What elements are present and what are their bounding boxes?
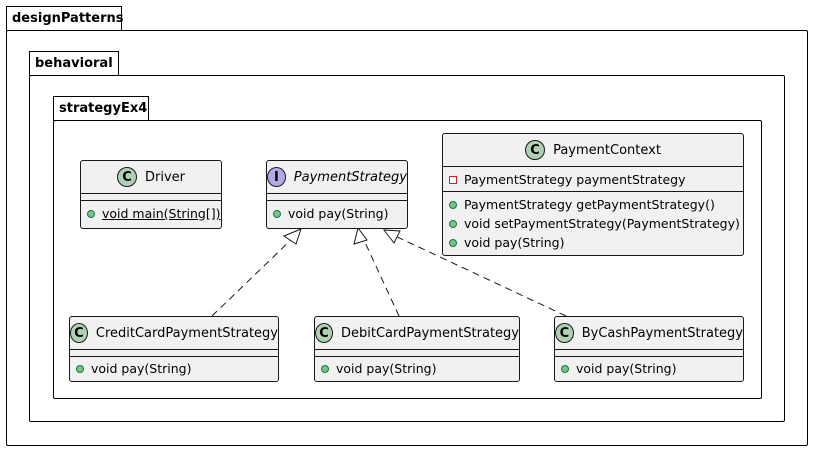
package-strategyex4 <box>53 120 762 399</box>
method-signature: void pay(String) <box>464 235 565 250</box>
class-paymentcontext-fields: PaymentStrategy paymentStrategy <box>443 166 743 191</box>
method-row: void main(String[]) <box>87 204 220 223</box>
class-bycashpaymentstrategy-fields <box>555 349 743 356</box>
method-row: void pay(String) <box>321 359 513 378</box>
class-debitcardpaymentstrategy-methods: void pay(String) <box>315 356 519 382</box>
public-visibility-icon <box>76 364 84 373</box>
class-badge-icon: C <box>315 323 333 343</box>
realization-debitcard-line <box>362 237 400 317</box>
class-paymentcontext[interactable]: C PaymentContext PaymentStrategy payment… <box>442 133 744 256</box>
interface-paymentstrategy-name: PaymentStrategy <box>293 169 407 185</box>
class-driver-fields <box>81 193 221 200</box>
public-visibility-icon <box>449 238 457 247</box>
class-debitcardpaymentstrategy-header: C DebitCardPaymentStrategy <box>315 317 519 349</box>
realization-creditcard-line <box>211 236 295 317</box>
method-row: void pay(String) <box>561 359 737 378</box>
class-badge-icon: C <box>555 323 574 343</box>
class-driver-name: Driver <box>144 169 185 185</box>
package-behavioral <box>29 75 785 422</box>
public-visibility-icon <box>561 364 569 373</box>
class-badge-icon: C <box>70 323 88 343</box>
method-row: void pay(String) <box>273 204 401 223</box>
method-signature: void pay(String) <box>288 206 389 221</box>
class-creditcardpaymentstrategy[interactable]: C CreditCardPaymentStrategy void pay(Str… <box>69 316 279 382</box>
class-badge-icon: C <box>116 167 137 187</box>
class-creditcardpaymentstrategy-name: CreditCardPaymentStrategy <box>95 325 278 341</box>
class-driver-header: C Driver <box>81 161 221 193</box>
class-bycashpaymentstrategy-name: ByCashPaymentStrategy <box>581 325 743 341</box>
class-creditcardpaymentstrategy-fields <box>70 349 278 356</box>
method-signature: PaymentStrategy getPaymentStrategy() <box>464 197 715 212</box>
method-row: void setPaymentStrategy(PaymentStrategy) <box>449 214 740 233</box>
public-visibility-icon <box>449 219 457 228</box>
package-name-designpatterns: designPatterns <box>12 11 124 26</box>
class-debitcardpaymentstrategy[interactable]: C DebitCardPaymentStrategy void pay(Stri… <box>314 316 520 382</box>
package-name-behavioral: behavioral <box>35 56 113 71</box>
public-visibility-icon <box>321 364 329 373</box>
method-row: PaymentStrategy getPaymentStrategy() <box>449 195 737 214</box>
class-bycashpaymentstrategy-header: C ByCashPaymentStrategy <box>555 317 743 349</box>
method-signature: void setPaymentStrategy(PaymentStrategy) <box>464 216 740 231</box>
class-bycashpaymentstrategy-methods: void pay(String) <box>555 356 743 382</box>
package-tab-behavioral: behavioral <box>29 51 119 76</box>
class-paymentcontext-header: C PaymentContext <box>443 134 743 166</box>
realization-debitcard-arrowhead <box>353 226 368 245</box>
method-signature: void pay(String) <box>91 361 192 376</box>
interface-paymentstrategy[interactable]: I PaymentStrategy void pay(String) <box>266 160 408 229</box>
class-creditcardpaymentstrategy-header: C CreditCardPaymentStrategy <box>70 317 278 349</box>
interface-paymentstrategy-fields <box>267 193 407 200</box>
public-visibility-icon <box>449 200 457 209</box>
public-visibility-icon <box>273 209 281 218</box>
method-row: void pay(String) <box>76 359 272 378</box>
private-visibility-icon <box>449 175 457 184</box>
class-debitcardpaymentstrategy-fields <box>315 349 519 356</box>
realization-bycash-arrowhead <box>382 229 401 244</box>
class-paymentcontext-name: PaymentContext <box>553 142 661 158</box>
method-signature: void pay(String) <box>336 361 437 376</box>
class-driver-methods: void main(String[]) <box>81 200 221 227</box>
method-signature: void main(String[]) <box>102 206 221 221</box>
class-bycashpaymentstrategy[interactable]: C ByCashPaymentStrategy void pay(String) <box>554 316 744 382</box>
class-debitcardpaymentstrategy-name: DebitCardPaymentStrategy <box>341 325 519 341</box>
field-row: PaymentStrategy paymentStrategy <box>449 170 737 189</box>
class-driver[interactable]: C Driver void main(String[]) <box>80 160 222 229</box>
interface-paymentstrategy-methods: void pay(String) <box>267 200 407 227</box>
field-signature: PaymentStrategy paymentStrategy <box>464 172 686 187</box>
class-paymentcontext-methods: PaymentStrategy getPaymentStrategy() voi… <box>443 191 743 256</box>
realization-creditcard-arrowhead <box>282 228 302 245</box>
public-visibility-icon <box>87 209 95 218</box>
package-tab-strategyex4: strategyEx4 <box>53 96 149 121</box>
package-name-strategyex4: strategyEx4 <box>59 101 148 116</box>
method-signature: void pay(String) <box>576 361 677 376</box>
class-badge-icon: C <box>525 140 546 160</box>
interface-paymentstrategy-header: I PaymentStrategy <box>267 161 407 193</box>
realization-bycash-line <box>392 234 567 317</box>
package-designpatterns <box>6 30 808 446</box>
method-row: void pay(String) <box>449 233 737 252</box>
interface-badge-icon: I <box>267 167 286 187</box>
package-tab-designpatterns: designPatterns <box>6 6 124 31</box>
class-creditcardpaymentstrategy-methods: void pay(String) <box>70 356 278 382</box>
